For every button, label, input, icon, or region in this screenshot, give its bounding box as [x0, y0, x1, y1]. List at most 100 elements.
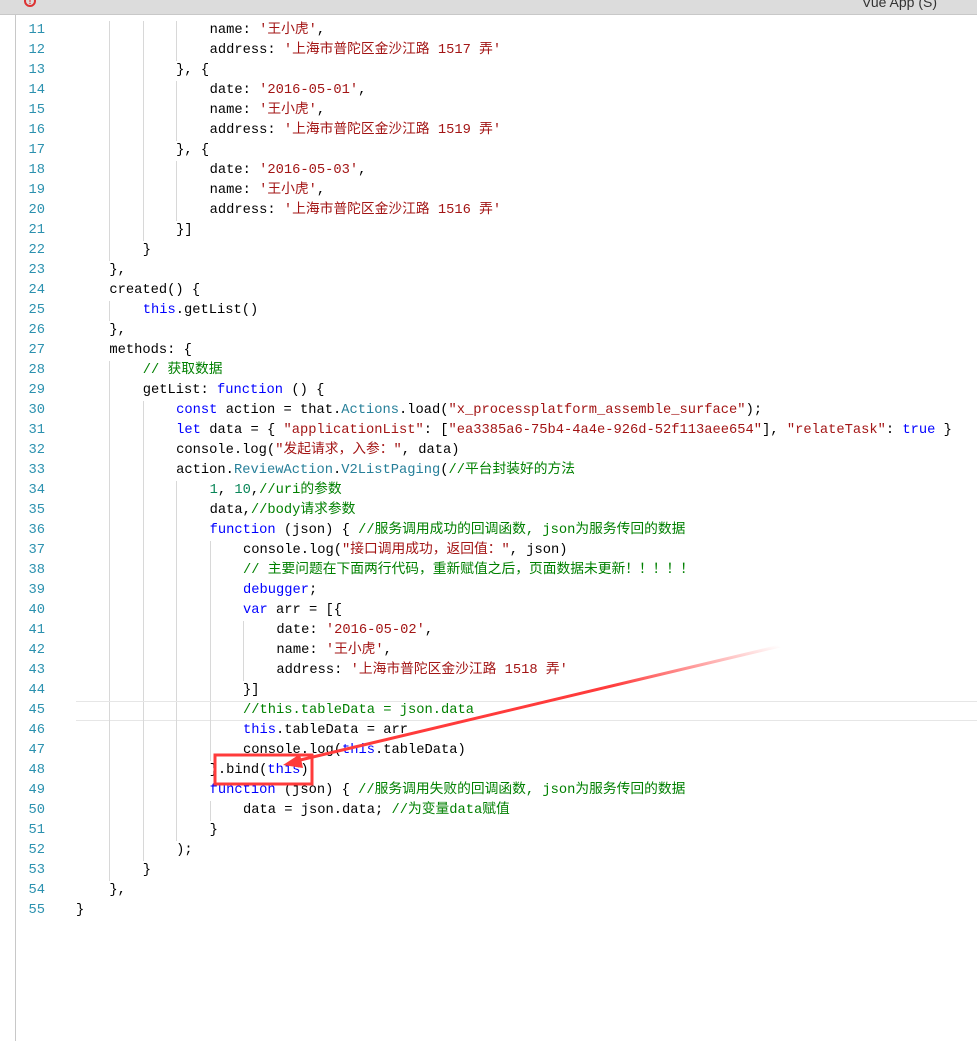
- indent-guide: [142, 561, 176, 581]
- line-number: 52: [28, 843, 45, 858]
- code-text: () {: [283, 383, 325, 398]
- indent-guide: [76, 702, 109, 722]
- indent-guide: [109, 641, 142, 661]
- indent-guide: [209, 801, 243, 821]
- indent-guide: [176, 501, 209, 521]
- line-content: console.log(this.tableData): [76, 741, 466, 761]
- code-text: },: [109, 263, 126, 278]
- line-content: //this.tableData = json.data: [76, 702, 474, 722]
- code-line[interactable]: 23},: [16, 261, 977, 281]
- code-line[interactable]: 26},: [16, 321, 977, 341]
- code-line[interactable]: 45//this.tableData = json.data: [28, 701, 977, 722]
- line-content: 1, 10,//uri的参数: [76, 481, 342, 501]
- string-literal: "发起请求，入参：": [275, 443, 402, 458]
- indent-guide: [109, 841, 142, 861]
- indent-guide: [76, 101, 109, 121]
- line-number: 12: [28, 43, 45, 58]
- code-line[interactable]: 52);: [16, 841, 977, 861]
- indent-guide: [109, 401, 142, 421]
- code-line[interactable]: 22}: [16, 241, 977, 261]
- indent-guide: [109, 801, 142, 821]
- line-number: 51: [28, 823, 45, 838]
- indent-guide: [176, 201, 209, 221]
- code-line[interactable]: 28// 获取数据: [16, 361, 977, 381]
- line-number: 49: [28, 783, 45, 798]
- line-content: name: '王小虎',: [76, 181, 325, 201]
- indent-guide: [176, 41, 209, 61]
- indent-guide: [209, 681, 243, 701]
- indent-guide: [109, 101, 142, 121]
- comment: //this.tableData = json.data: [242, 703, 474, 718]
- indent-guide: [76, 261, 109, 281]
- code-line[interactable]: 48}.bind(this): [16, 761, 977, 781]
- keyword: true: [902, 423, 936, 438]
- code-line[interactable]: 44}]: [16, 681, 977, 701]
- code-line[interactable]: 38// 主要问题在下面两行代码，重新赋值之后，页面数据未更新！！！！！: [16, 561, 977, 581]
- indent-guide: [109, 221, 142, 241]
- indent-guide: [176, 661, 209, 681]
- code-line[interactable]: 55}: [16, 901, 977, 921]
- line-content: }: [76, 861, 151, 881]
- indent-guide: [109, 702, 142, 722]
- code-line[interactable]: 21}]: [16, 221, 977, 241]
- code-text: }: [935, 423, 952, 438]
- code-line[interactable]: 17}, {: [16, 141, 977, 161]
- code-line[interactable]: 54},: [16, 881, 977, 901]
- code-text: }: [142, 243, 152, 258]
- indent-guide: [242, 621, 276, 641]
- indent-guide: [209, 702, 243, 722]
- string-literal: '上海市普陀区金沙江路 1517 弄': [283, 43, 502, 58]
- code-text: data = json.data;: [242, 803, 392, 818]
- code-line[interactable]: 53}: [16, 861, 977, 881]
- code-line[interactable]: 13}, {: [16, 61, 977, 81]
- indent-guide: [142, 421, 176, 441]
- indent-guide: [109, 61, 142, 81]
- string-literal: '2016-05-03': [259, 163, 359, 178]
- indent-guide: [76, 441, 109, 461]
- indent-guide: [209, 661, 243, 681]
- indent-guide: [109, 421, 142, 441]
- indent-guide: [109, 501, 142, 521]
- line-number: 26: [28, 323, 45, 338]
- number-literal: 10: [234, 483, 251, 498]
- code-line[interactable]: 51}: [16, 821, 977, 841]
- indent-guide: [109, 181, 142, 201]
- indent-guide: [109, 301, 142, 321]
- error-icon[interactable]: !: [24, 0, 36, 7]
- line-content: var arr = [{: [76, 601, 342, 621]
- editor-left-border: [15, 14, 16, 1041]
- string-literal: '上海市普陀区金沙江路 1519 弄': [283, 123, 502, 138]
- code-text: name:: [209, 183, 260, 198]
- line-number: 21: [28, 223, 45, 238]
